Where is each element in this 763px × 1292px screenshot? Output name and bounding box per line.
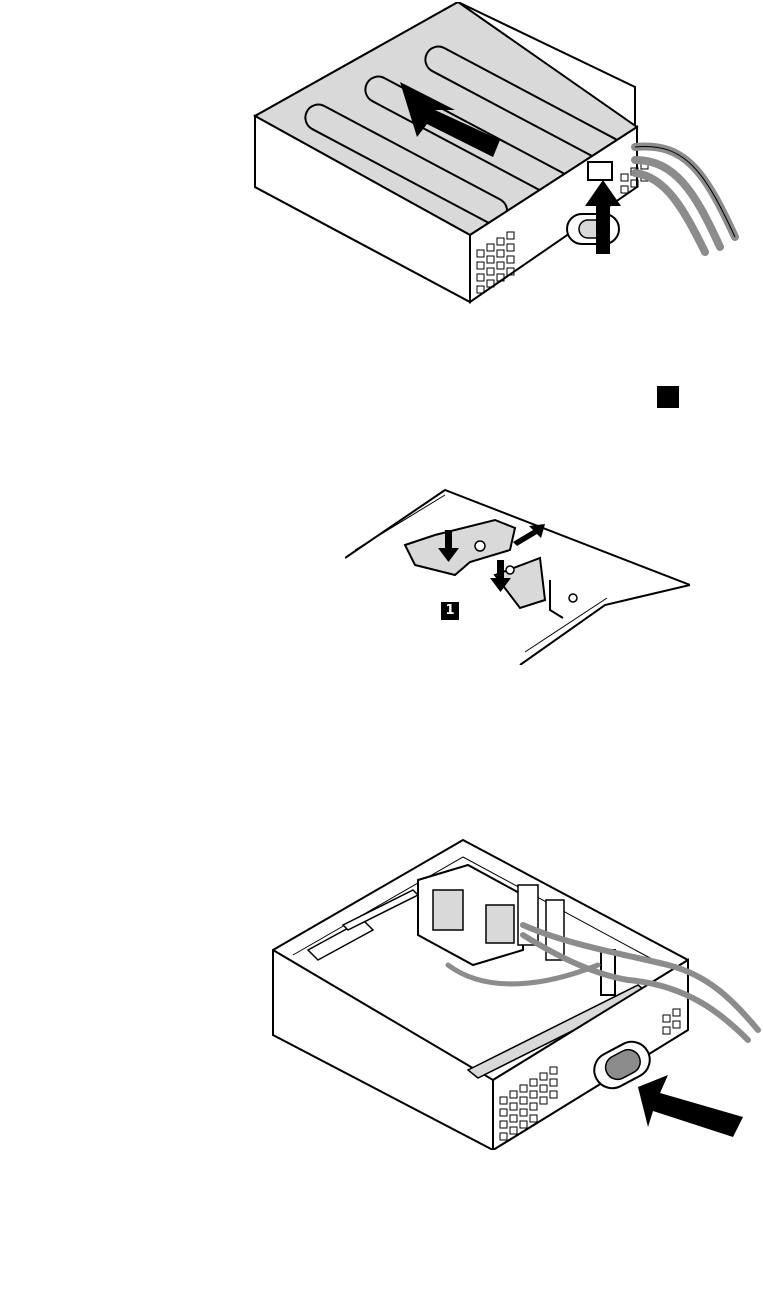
- remove-cover-illustration: [245, 2, 763, 308]
- callout-1: 1: [441, 602, 459, 620]
- install-bay-illustration-drawing: [268, 835, 763, 1150]
- install-bay-illustration: [268, 835, 763, 1150]
- bracket-latch-illustration: [345, 480, 690, 665]
- bracket-latch-illustration-drawing: [345, 480, 690, 665]
- end-of-step-square-icon: [657, 386, 679, 408]
- remove-cover-illustration-drawing: [245, 2, 763, 308]
